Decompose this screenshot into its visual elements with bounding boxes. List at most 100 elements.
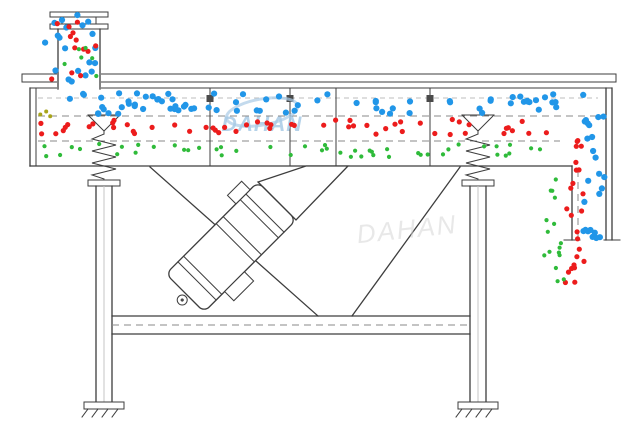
middle-deck-red-particle	[399, 128, 405, 135]
discharge-duct-red-particle	[580, 191, 586, 197]
bottom-pan-green-particle	[133, 150, 138, 155]
bottom-pan-green-particle	[353, 148, 358, 153]
top-deck-overs-blue-particle	[550, 91, 557, 98]
discharge-duct-blue-particle	[600, 113, 607, 120]
top-deck-overs-blue-particle	[541, 94, 549, 101]
inlet-stream-red-particle	[70, 30, 76, 36]
bottom-pan-green-particle	[288, 152, 293, 158]
middle-deck-red-particle	[456, 119, 462, 125]
middle-deck-red-particle	[501, 130, 507, 137]
middle-deck-red-particle	[291, 122, 297, 128]
middle-deck-red-particle	[383, 126, 389, 132]
discharge-duct-red-particle	[570, 180, 576, 186]
inlet-stream-red-particle	[67, 33, 73, 40]
top-deck-overs-blue-particle	[487, 97, 494, 104]
motor-junction-box	[223, 271, 255, 302]
middle-deck-red-particle	[321, 122, 327, 128]
discharge-duct-red-particle	[574, 229, 580, 235]
middle-deck-red-particle	[53, 131, 59, 137]
middle-deck-red-particle	[222, 124, 228, 130]
top-deck-overs-blue-particle	[524, 97, 531, 104]
bottom-pan-green-particle	[494, 144, 499, 149]
top-deck-overs-blue-particle	[256, 107, 263, 114]
discharge-duct-blue-particle	[582, 117, 590, 124]
top-deck-overs-blue-particle	[532, 97, 540, 104]
top-deck-overs-blue-particle	[98, 94, 105, 101]
inlet-stream-red-particle	[93, 43, 99, 49]
discharge-fall-green-particle	[550, 188, 555, 193]
discharge-duct-blue-particle	[596, 190, 603, 197]
middle-deck-red-particle	[243, 122, 250, 128]
top-deck-overs-blue-particle	[191, 105, 198, 112]
bottom-pan-green-particle	[302, 144, 308, 149]
top-deck-overs-blue-particle	[116, 90, 123, 97]
top-cover-plate	[21, 73, 617, 89]
top-deck-overs-blue-particle	[291, 107, 298, 114]
discharge-duct-blue-particle	[585, 177, 592, 184]
discharge-fall-red-particle	[565, 269, 572, 275]
discharge-fall-red-particle	[571, 262, 577, 268]
middle-deck-red-particle	[509, 128, 515, 134]
discharge-fall-red-particle	[581, 258, 587, 264]
discharge-duct-red-particle	[573, 143, 579, 149]
top-deck-overs-blue-particle	[95, 110, 102, 117]
bottom-pan-green-particle	[218, 145, 224, 150]
bottom-pan-green-particle	[182, 147, 187, 152]
discharge-duct-blue-particle	[582, 226, 589, 233]
motor-bracket	[256, 165, 350, 221]
inlet-stream-blue-particle	[42, 39, 49, 46]
bottom-pan-green-particle	[425, 152, 430, 157]
inlet-stream-red-particle	[49, 76, 55, 82]
discharge-duct-red-particle	[576, 246, 582, 252]
discharge-duct-red-particle	[576, 167, 582, 173]
inlet-stream-blue-particle	[91, 60, 99, 67]
bottom-pan-green-particle	[348, 154, 353, 159]
inlet-stream-red-particle	[54, 21, 60, 27]
top-deck-overs-blue-particle	[324, 91, 331, 98]
inlet-stream-green-particle	[79, 55, 84, 60]
top-deck-overs-blue-particle	[517, 93, 524, 100]
discharge-fall-green-particle	[557, 245, 562, 250]
top-deck-overs-blue-particle	[142, 93, 149, 100]
top-deck-overs-blue-particle	[105, 110, 112, 117]
top-deck-overs-blue-particle	[580, 91, 587, 98]
discharge-fall-red-particle	[572, 279, 578, 285]
inlet-stream-blue-particle	[79, 22, 86, 29]
bottom-pan-green-particle	[446, 147, 451, 152]
support-leg-left	[81, 185, 125, 418]
discharge-fall-green-particle	[544, 218, 549, 223]
bottom-pan-green-particle	[495, 152, 500, 157]
discharge-fall-green-particle	[555, 279, 560, 284]
discharge-fall-green-particle	[558, 241, 564, 246]
top-deck-overs-blue-particle	[239, 91, 247, 98]
middle-deck-red-particle	[39, 131, 45, 137]
bottom-pan-green-particle	[537, 147, 543, 152]
inlet-stream-blue-particle	[65, 76, 72, 83]
top-deck-overs-blue-particle	[479, 109, 486, 116]
top-deck-overs-blue-particle	[507, 100, 514, 107]
discharge-fall-green-particle	[553, 265, 559, 271]
top-deck-overs-blue-particle	[80, 91, 87, 98]
rib-bolt	[206, 95, 214, 102]
discharge-duct-blue-particle	[581, 198, 588, 205]
inlet-stream-green-particle	[90, 56, 95, 61]
top-deck-overs-blue-particle	[263, 96, 270, 103]
vibration-motor	[168, 180, 294, 310]
middle-deck-red-particle	[38, 120, 44, 126]
bottom-pan-green-particle	[338, 150, 343, 155]
bottom-pan-green-particle	[319, 148, 325, 153]
bottom-pan-green-particle	[386, 154, 392, 159]
top-deck-overs-blue-particle	[133, 90, 141, 97]
top-deck-overs-blue-particle	[282, 109, 289, 116]
middle-deck-red-particle	[519, 118, 525, 124]
top-deck-overs-blue-particle	[406, 98, 414, 105]
left-corner-yellow-particle	[48, 114, 53, 119]
inlet-stream-blue-particle	[52, 67, 59, 74]
rib-bolt	[426, 95, 434, 102]
top-deck-overs-blue-particle	[406, 110, 413, 117]
bottom-pan-green-particle	[58, 152, 63, 158]
hopper-brace-right	[351, 166, 461, 317]
discharge-fall-green-particle	[542, 253, 547, 258]
bottom-pan-green-particle	[482, 144, 487, 149]
